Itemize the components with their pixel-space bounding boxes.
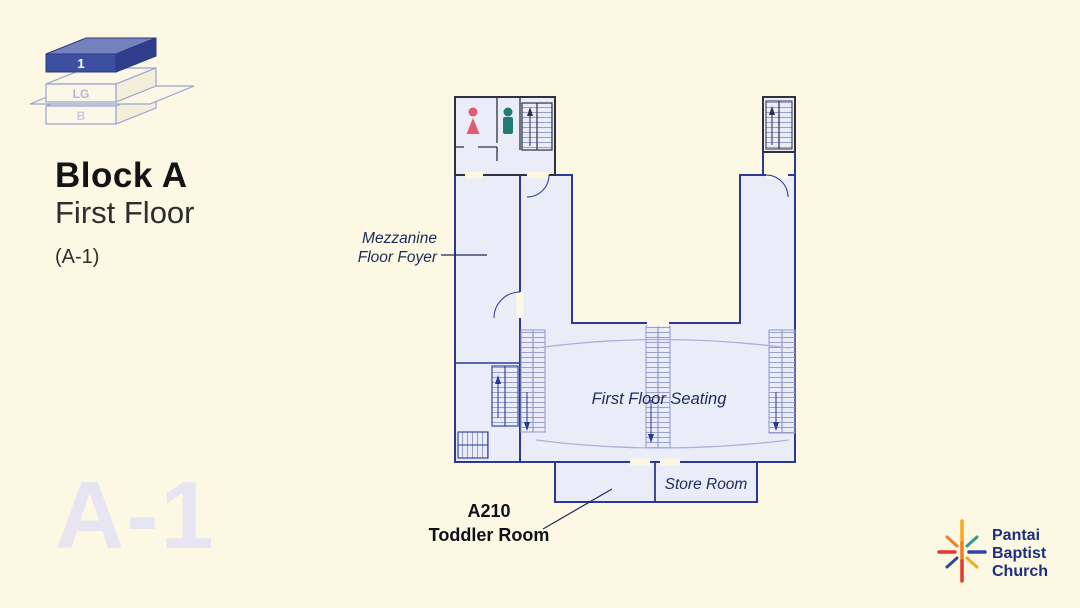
seating-label: First Floor Seating — [592, 390, 728, 408]
block-title: Block A — [55, 156, 188, 195]
room-code-label: A210 — [467, 501, 510, 521]
aisle-stairs-center-icon — [645, 325, 671, 449]
logo-text-line3: Church — [992, 563, 1048, 580]
cross-burst-icon — [937, 519, 987, 583]
floor-1-slab: 1 — [45, 37, 157, 73]
seating-rows — [535, 338, 790, 449]
bottom-rooms — [554, 461, 758, 503]
aisle-stairs-left-icon — [520, 329, 546, 433]
foyer-label-line1: Mezzanine — [362, 230, 437, 247]
floor-stack-icon: B LG 1 — [29, 37, 195, 125]
male-icon — [503, 107, 513, 134]
stairs-top-left-icon — [521, 102, 553, 151]
watermark: A-1 — [55, 462, 216, 569]
door-gaps — [465, 171, 788, 466]
logo-text-line2: Baptist — [992, 545, 1047, 562]
floor-code: (A-1) — [55, 246, 100, 269]
logo-text-line1: Pantai — [992, 527, 1040, 544]
restroom-walls — [455, 97, 521, 161]
foyer-label-line2: Floor Foyer — [358, 249, 438, 266]
door-arcs — [493, 174, 789, 319]
aisle-stairs-right-icon — [768, 329, 796, 434]
church-logo: Pantai Baptist Church — [937, 519, 1048, 583]
floor-lg-label: LG — [73, 87, 90, 101]
store-room-label: Store Room — [665, 476, 748, 493]
room-name-label: Toddler Room — [429, 525, 550, 545]
floor-b-label: B — [77, 109, 86, 123]
stairs-bottom-left-icon — [455, 362, 520, 459]
floorplan: Mezzanine Floor Foyer First Floor Seatin… — [358, 96, 796, 545]
floor-title: First Floor — [55, 195, 195, 230]
floor-lg-slab: LG — [45, 67, 157, 103]
floor-1-label: 1 — [77, 56, 84, 71]
title-block: Block A First Floor (A-1) — [55, 158, 195, 269]
stairs-top-right-icon — [762, 96, 796, 175]
female-icon — [466, 107, 480, 134]
leader-lines — [441, 254, 613, 530]
